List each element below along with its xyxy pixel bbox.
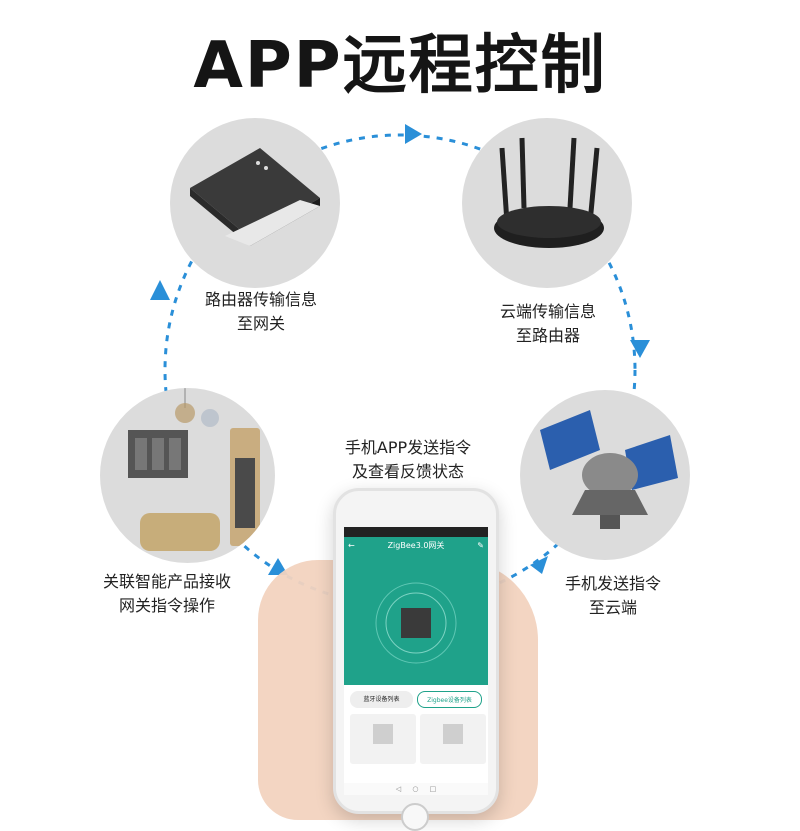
nav-recent-icon[interactable]: □ [429,785,437,793]
smart-devices-caption: 关联智能产品接收 网关指令操作 [102,572,231,615]
switch-panel-node [170,118,340,288]
nav-back-icon[interactable]: ◁ [395,785,402,793]
switch-icon [443,724,463,744]
device-cards [344,714,488,764]
gateway-icon [375,582,457,664]
switch-icon [373,724,393,744]
tab-bluetooth-devices[interactable]: 蓝牙设备列表 [350,691,413,708]
gateway-hero [344,555,488,685]
arrow-left [150,280,170,300]
router-icon [494,137,604,248]
nav-bar: ◁ ○ □ [344,783,488,795]
phone-caption: 手机APP发送指令 及查看反馈状态 [344,438,472,481]
app-bar: ← ZigBee3.0网关 ✎ [344,537,488,555]
smart-devices-node [100,388,275,563]
tab-zigbee-devices[interactable]: Zigbee设备列表 [417,691,482,708]
satellite-node [520,390,690,560]
arrow-right [630,340,650,358]
switch-panel-icon [190,148,320,246]
status-bar [344,527,488,537]
page-title: APP远程控制 [193,29,607,103]
arrow-top [405,124,422,144]
nav-home-icon[interactable]: ○ [412,785,419,793]
device-card[interactable] [350,714,416,764]
router-node [462,118,632,288]
smart-devices-icon [128,388,260,551]
app-title: ZigBee3.0网关 [387,541,445,550]
phone-screen: ← ZigBee3.0网关 ✎ 蓝牙设备列表 Zigbee设备列表 ◁ [344,527,488,795]
switch-panel-caption: 路由器传输信息 至网关 [204,290,317,333]
router-caption: 云端传输信息 至路由器 [499,302,596,345]
satellite-caption: 手机发送指令 至云端 [564,574,661,617]
arrow-bottom-right [530,556,548,574]
back-icon[interactable]: ← [348,541,355,550]
edit-icon[interactable]: ✎ [477,541,484,550]
home-button[interactable] [401,803,429,831]
phone: ← ZigBee3.0网关 ✎ 蓝牙设备列表 Zigbee设备列表 ◁ [333,488,499,831]
satellite-icon [540,410,678,529]
device-tabs: 蓝牙设备列表 Zigbee设备列表 [350,691,482,708]
device-card[interactable] [420,714,486,764]
